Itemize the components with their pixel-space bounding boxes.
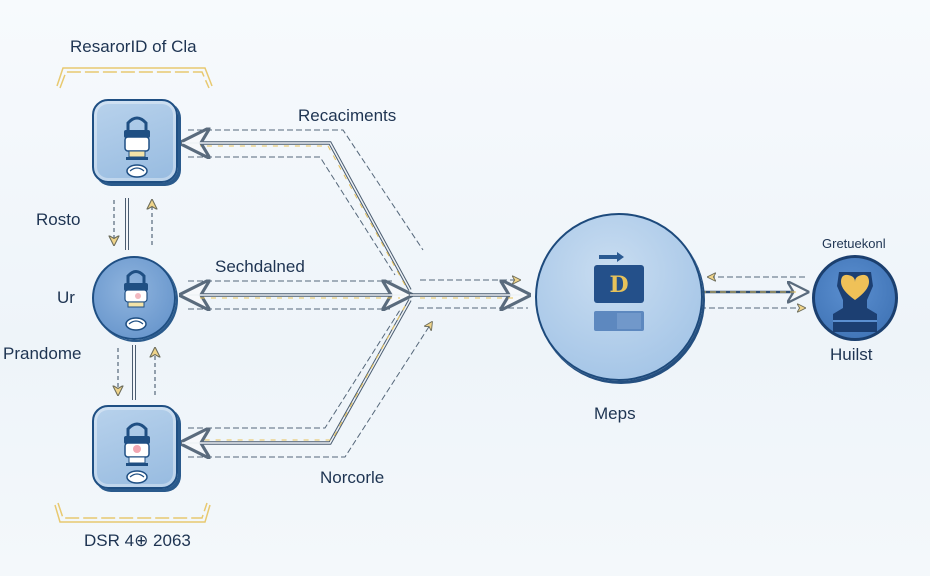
node-top[interactable] [92, 99, 178, 183]
vertical-link-top [114, 198, 152, 250]
footer-bracket [54, 502, 211, 523]
user-heart-icon [833, 272, 877, 332]
hub-label: Meps [594, 404, 636, 423]
svg-text:D: D [609, 272, 628, 298]
edge-to-hub [410, 280, 528, 308]
lock-handshake-icon [124, 116, 150, 178]
user-top-label: Gretuekonl [822, 236, 886, 251]
edge-bottom [182, 299, 432, 457]
node-middle[interactable] [92, 256, 176, 340]
edge-hub-user [700, 277, 807, 308]
edge-middle [182, 281, 410, 309]
side-label-middle: Ur [57, 288, 75, 307]
document-badge-icon: D [594, 252, 644, 331]
edge-label-bottom: Norcorle [320, 468, 385, 487]
edge-top [182, 130, 424, 291]
hub-node[interactable]: D [535, 213, 703, 381]
edge-label-middle: Sechdalned [215, 257, 305, 276]
lock-handshake-icon [124, 270, 148, 331]
side-label-bottom: Prandome [3, 344, 82, 363]
edge-label-top: Recaciments [298, 106, 397, 125]
title-bracket [56, 67, 213, 89]
side-label-top: Rosto [36, 210, 81, 229]
diagram-title: ResarorID of Cla [70, 37, 197, 56]
user-node[interactable] [812, 255, 898, 341]
vertical-link-bottom [118, 345, 155, 400]
diagram-footer: DSR 4⊕ 2063 [84, 531, 191, 550]
user-bottom-label: Huilst [830, 345, 873, 364]
lock-handshake-icon [124, 422, 150, 484]
node-bottom[interactable] [92, 405, 178, 489]
